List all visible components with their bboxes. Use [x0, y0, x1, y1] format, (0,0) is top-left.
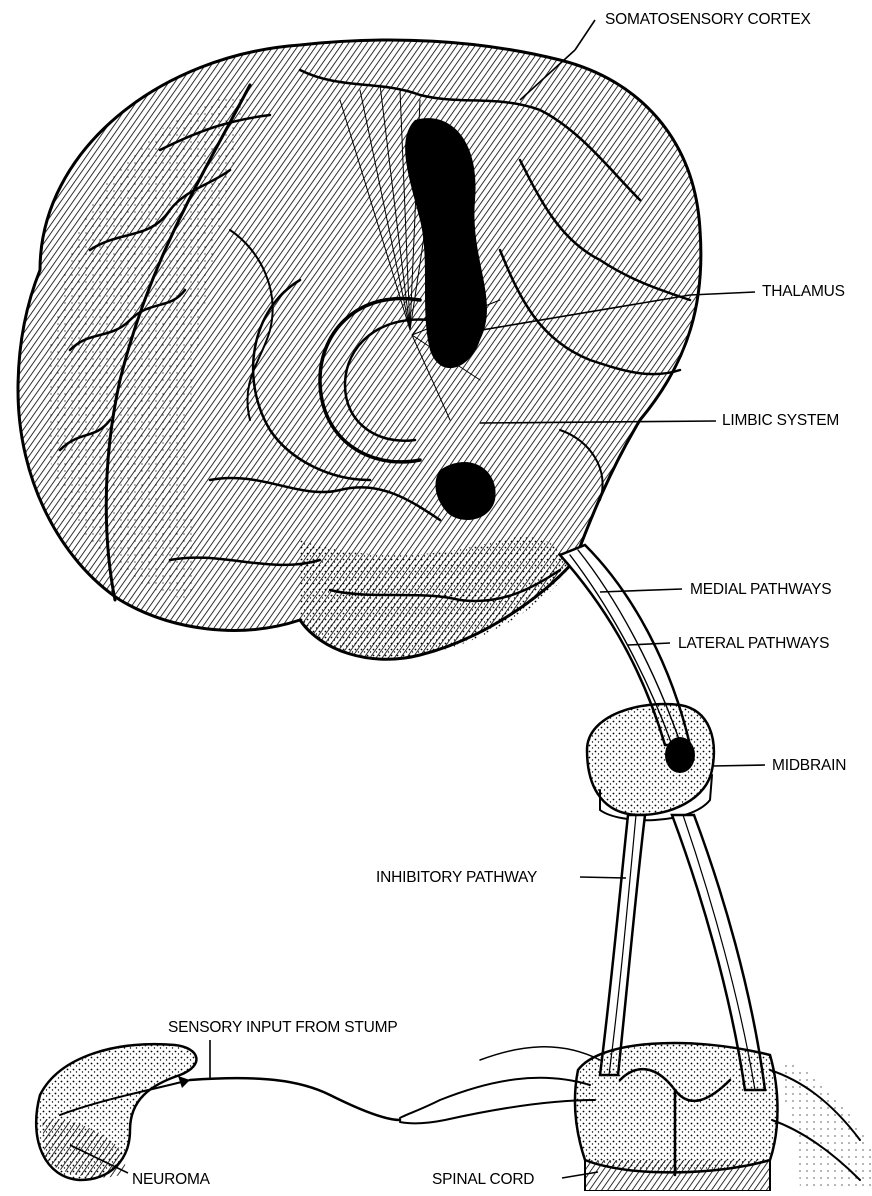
label-text-midbrain: MIDBRAIN	[772, 757, 846, 774]
label-text-thalamus: THALAMUS	[762, 283, 845, 300]
stump-illustration	[36, 1044, 400, 1180]
label-text-sensory-input: SENSORY INPUT FROM STUMP	[168, 1019, 397, 1036]
label-medial-pathways: MEDIAL PATHWAYS	[600, 581, 831, 598]
label-inhibitory-pathway: INHIBITORY PATHWAY	[376, 869, 626, 886]
label-text-inhibitory-pathway: INHIBITORY PATHWAY	[376, 869, 537, 886]
label-text-limbic-system: LIMBIC SYSTEM	[722, 412, 839, 429]
label-lateral-pathways: LATERAL PATHWAYS	[628, 635, 829, 652]
label-text-somatosensory-cortex: SOMATOSENSORY CORTEX	[605, 11, 811, 28]
label-text-lateral-pathways: LATERAL PATHWAYS	[678, 635, 829, 652]
label-text-neuroma: NEUROMA	[132, 1171, 211, 1188]
label-sensory-input: SENSORY INPUT FROM STUMP	[168, 1019, 397, 1080]
midbrain-illustration	[587, 704, 714, 820]
label-text-medial-pathways: MEDIAL PATHWAYS	[690, 581, 831, 598]
label-text-spinal-cord: SPINAL CORD	[432, 1171, 534, 1188]
label-spinal-cord: SPINAL CORD	[432, 1171, 598, 1188]
spinal-cord-illustration	[400, 1043, 872, 1191]
label-midbrain: MIDBRAIN	[712, 757, 846, 774]
